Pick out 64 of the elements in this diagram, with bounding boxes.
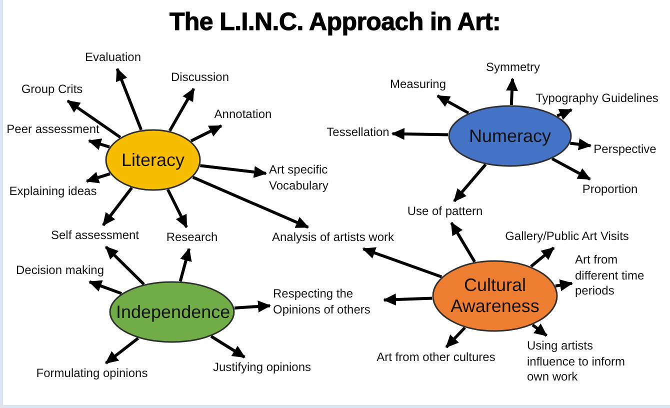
arrow — [362, 247, 442, 278]
item-label: Typography Guidelines — [536, 91, 658, 107]
topic-ellipse — [448, 105, 572, 167]
arrow — [551, 157, 591, 181]
item-label: Gallery/Public Art Visits — [505, 229, 629, 245]
arrow — [555, 279, 573, 292]
arrow — [104, 246, 145, 286]
topic-label: Cultural Awareness — [450, 275, 540, 317]
arrow — [570, 138, 592, 150]
arrow — [190, 124, 222, 142]
item-label: Proportion — [582, 182, 638, 198]
arrow — [532, 324, 548, 337]
arrow — [178, 248, 192, 282]
arrow — [168, 88, 196, 132]
arrow — [506, 78, 518, 106]
item-label: Using artists influence to inform own work — [527, 338, 635, 386]
arrow — [88, 280, 122, 295]
arrow — [210, 335, 246, 358]
item-label: Respecting the Opinions of others — [273, 286, 381, 318]
arrow — [86, 172, 110, 184]
arrow — [192, 176, 310, 229]
item-label: Decision making — [16, 263, 104, 279]
topic-label: Literacy — [121, 150, 185, 170]
item-label: Justifying opinions — [212, 360, 312, 376]
arrow — [234, 300, 271, 312]
item-label: Art from other cultures — [376, 350, 496, 366]
item-label: Peer assessment — [6, 122, 100, 138]
arrow — [453, 164, 487, 202]
item-label: Tessellation — [326, 125, 390, 141]
item-label: Use of pattern — [407, 204, 483, 220]
arrow — [88, 138, 110, 150]
arrow — [450, 222, 476, 263]
arrow — [66, 100, 122, 139]
item-label: Group Crits — [21, 82, 83, 98]
item-label: Art from different time periods — [575, 252, 657, 300]
topic-label: Numeracy — [468, 126, 552, 146]
item-label: Annotation — [214, 107, 272, 123]
item-label: Formulating opinions — [36, 366, 148, 382]
arrow — [391, 128, 448, 140]
item-label: Discussion — [170, 70, 230, 86]
topic-label: Independence — [116, 302, 228, 322]
item-label: Art specific Vocabulary — [269, 162, 341, 194]
arrow — [116, 68, 143, 130]
title: The L.I.N.C. Approach in Art: — [169, 8, 501, 36]
arrow — [530, 246, 555, 268]
arrow — [383, 294, 432, 306]
arrow — [166, 188, 188, 228]
arrow — [102, 186, 133, 226]
item-label: Symmetry — [486, 60, 540, 76]
item-label: Explaining ideas — [9, 184, 97, 200]
arrow — [200, 164, 267, 178]
item-label: Self assessment — [50, 228, 140, 244]
item-label: Evaluation — [84, 50, 142, 66]
item-label: Research — [166, 230, 218, 246]
arrow — [104, 337, 140, 364]
topic-ellipse — [105, 129, 201, 191]
arrow — [556, 108, 573, 120]
topic-ellipse — [432, 260, 558, 332]
item-label: Measuring — [390, 77, 446, 93]
arrow — [445, 326, 466, 348]
item-label: Perspective — [594, 142, 656, 158]
item-label: Analysis of artists work — [272, 230, 394, 246]
arrow — [436, 94, 470, 114]
topic-ellipse — [109, 281, 235, 343]
